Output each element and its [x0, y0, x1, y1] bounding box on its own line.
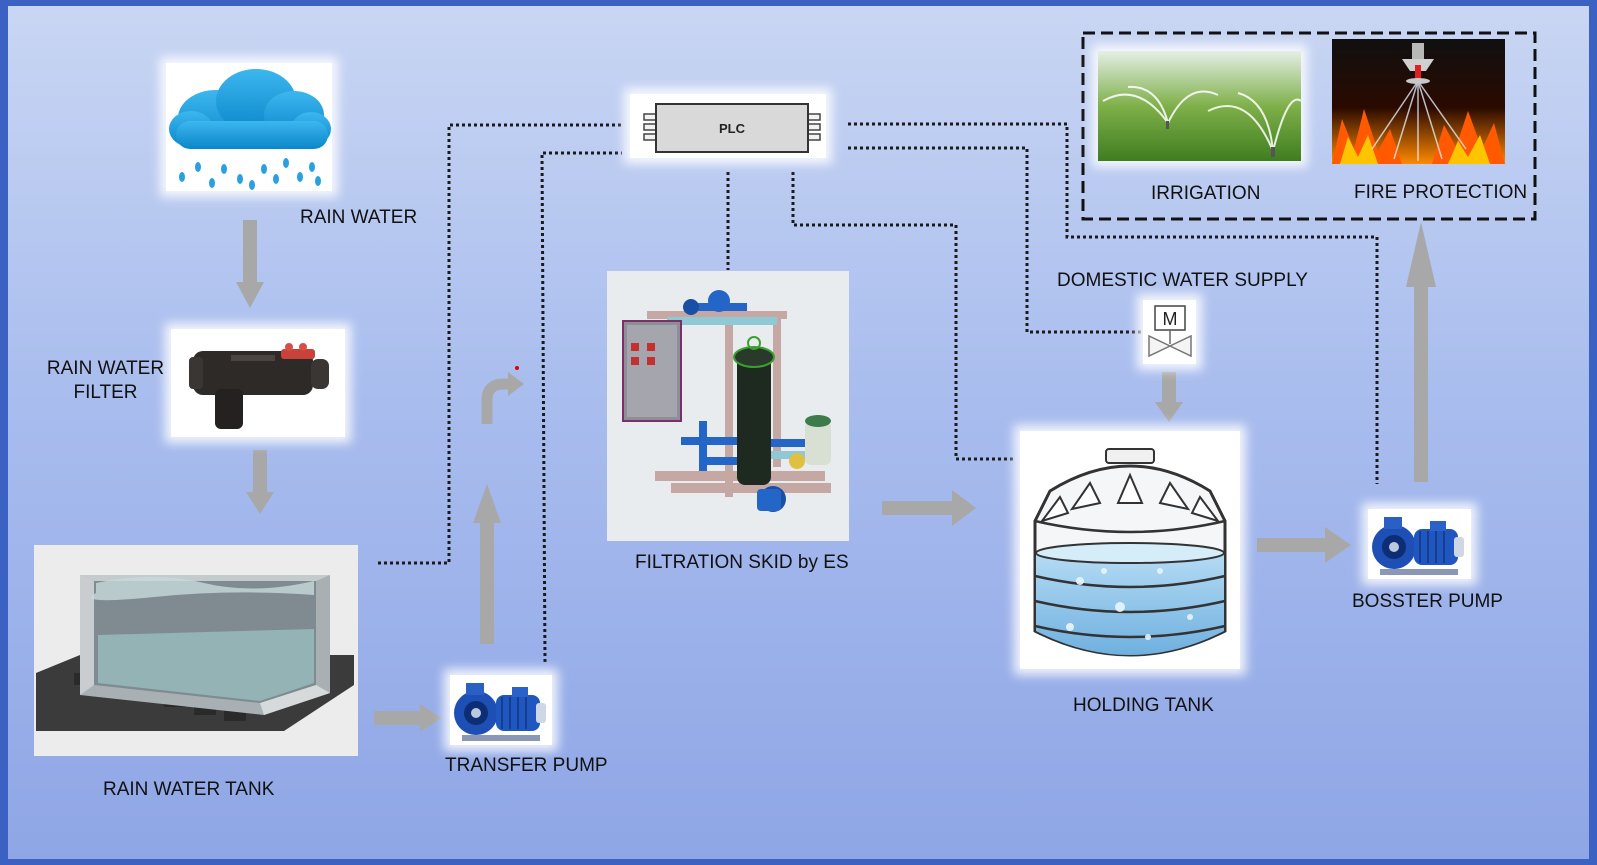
arrow-down-valve-to-holding: [1155, 372, 1183, 422]
rain-filter-icon: [189, 343, 329, 429]
booster-pump-label: BOSSTER PUMP: [1352, 591, 1503, 612]
process-diagram: [236, 31, 1537, 732]
irrigation-icon: [1098, 51, 1302, 161]
signal-line-rain-tank: [378, 123, 622, 565]
arrow-right-holding-to-booster: [1257, 527, 1351, 563]
motor-valve-text: M: [1163, 309, 1178, 329]
rain-tank-card: [34, 545, 358, 756]
booster-pump-icon: [1372, 517, 1464, 575]
plc-signal-lines: [378, 122, 1379, 663]
fire-sprinkler-icon: [1332, 39, 1505, 164]
signal-line-booster-pump: [848, 122, 1379, 484]
flow-arrows: [236, 220, 1436, 732]
rain-water-tank-label: RAIN WATER TANK: [103, 779, 275, 800]
holding-tank-icon: [1033, 448, 1227, 657]
irrigation-label: IRRIGATION: [1151, 183, 1261, 204]
rain-cloud-card: [166, 63, 332, 191]
holding-tank-label: HOLDING TANK: [1073, 695, 1214, 716]
irrigation-card: [1098, 51, 1302, 161]
filtration-skid-label: FILTRATION SKID by ES: [635, 552, 849, 573]
booster-pump-card: [1368, 509, 1471, 579]
signal-line-transfer-pump: [540, 151, 622, 663]
signal-line-domestic-valve: [848, 146, 1141, 334]
arrow-up-pump-to-skid: [473, 484, 501, 644]
motor-valve-icon: M: [1148, 305, 1192, 358]
end-use-box: [1081, 31, 1537, 221]
arrow-right-skid-to-holding: [882, 490, 976, 526]
rain-filter-card: [171, 329, 345, 437]
arrow-down-filter-to-tank: [246, 450, 274, 514]
signal-line-holding-tank: [791, 172, 1016, 461]
curved-arrow-icon: [481, 378, 510, 424]
curved-arrow-head: [508, 372, 524, 396]
rain-water-label: RAIN WATER: [300, 207, 418, 228]
arrow-up-booster-to-outputs: [1406, 222, 1436, 482]
filtration-skid-icon: [622, 290, 831, 512]
rain-water-filter-label: RAIN WATER FILTER: [46, 358, 165, 403]
red-dot: [515, 366, 519, 370]
plc-icon: PLC: [643, 103, 821, 153]
diagram-canvas: RAIN WATER RAIN WATER FILTER RAIN WATER …: [8, 6, 1589, 859]
arrow-right-tank-to-pump: [374, 704, 442, 732]
filtration-skid-card: [607, 271, 849, 541]
plc-text: PLC: [719, 121, 746, 136]
fire-protection-label: FIRE PROTECTION: [1354, 182, 1528, 203]
plc-card: PLC: [630, 94, 826, 158]
transfer-pump-label: TRANSFER PUMP: [445, 755, 608, 776]
arrow-down-rain-to-filter: [236, 220, 264, 308]
domestic-water-supply-label: DOMESTIC WATER SUPPLY: [1057, 270, 1308, 291]
fire-protection-card: [1332, 39, 1505, 164]
transfer-pump-icon: [454, 683, 546, 741]
holding-tank-card: [1020, 431, 1240, 669]
rain-tank-icon: [36, 575, 354, 731]
rain-cloud-icon: [169, 69, 331, 190]
motor-valve-card: M: [1143, 300, 1196, 364]
transfer-pump-card: [450, 675, 552, 745]
